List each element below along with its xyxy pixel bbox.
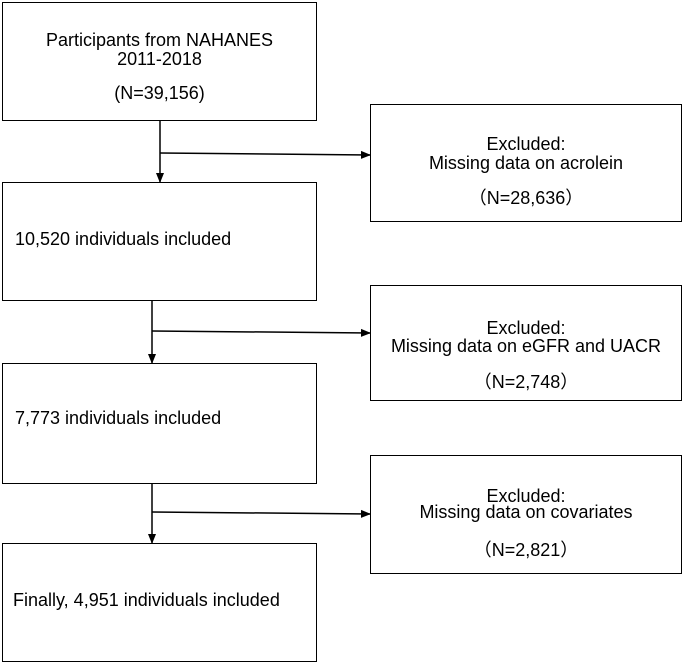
arrow-to-exclusion-2	[151, 328, 371, 337]
step2-text: 7,773 individuals included	[15, 408, 222, 428]
exclusion-box-2: Excluded: Missing data on eGFR and UACR …	[370, 285, 682, 401]
exclusion-2-reason: Missing data on eGFR and UACR	[390, 336, 662, 356]
step3-text: Finally, 4,951 individuals included	[13, 590, 280, 610]
step1-text: 10,520 individuals included	[15, 229, 232, 249]
start-box: Participants from NAHANES 2011-2018 (N=3…	[2, 2, 317, 121]
step2-box: 7,773 individuals included	[2, 363, 317, 484]
step1-box: 10,520 individuals included	[2, 182, 317, 301]
exclusion-1-count: （N=28,636）	[468, 188, 584, 208]
exclusion-1-title: Excluded:	[486, 134, 566, 154]
start-count: (N=39,156)	[114, 83, 205, 103]
exclusion-1-reason: Missing data on acrolein	[428, 153, 624, 173]
arrow-to-exclusion-1	[159, 150, 371, 159]
exclusion-2-count: （N=2,748）	[473, 372, 579, 392]
exclusion-3-title: Excluded:	[486, 486, 566, 506]
step3-box: Finally, 4,951 individuals included	[2, 543, 317, 662]
exclusion-box-3: Excluded: Missing data on covariates （N=…	[370, 455, 682, 574]
start-line2: 2011-2018	[117, 49, 202, 69]
exclusion-2-title: Excluded:	[486, 318, 566, 338]
exclusion-3-count: （N=2,821）	[473, 540, 579, 560]
exclusion-box-1: Excluded: Missing data on acrolein （N=28…	[370, 104, 682, 222]
start-line1: Participants from NAHANES	[45, 30, 274, 50]
arrow-to-exclusion-3	[151, 509, 371, 518]
exclusion-3-reason: Missing data on covariates	[419, 502, 633, 522]
